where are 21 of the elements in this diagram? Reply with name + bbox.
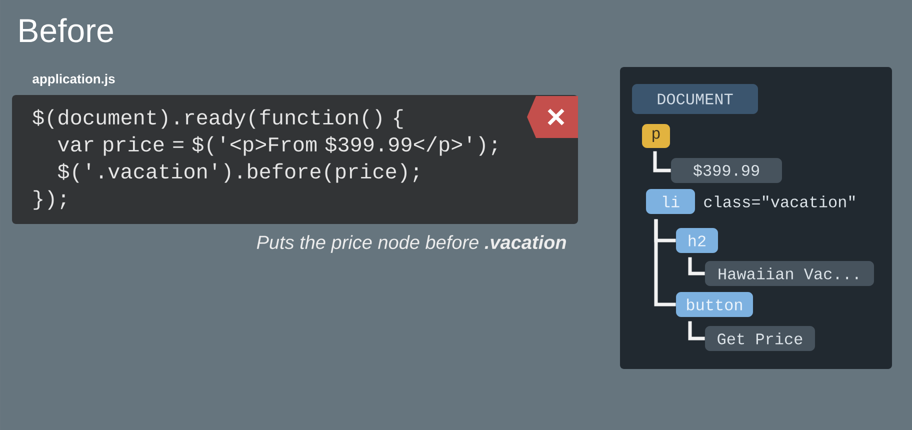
- element-tag: h2: [676, 228, 718, 253]
- node-label: var price = $('<p>From $399.99</p>');: [58, 136, 496, 156]
- document-tag: DOCUMENT: [632, 84, 758, 114]
- connector-line: [653, 151, 671, 172]
- code-block: $(document).ready(function() { var price = $('<p>From $399.99</p>'); $('.vacation').before(price); });: [12, 95, 578, 224]
- connector-line: [688, 321, 705, 340]
- text-node-box: Get Price: [705, 326, 815, 351]
- title: Before: [20, 18, 113, 42]
- element-tag: button: [676, 292, 753, 317]
- element-tag: li: [646, 189, 695, 214]
- text-node-box: Hawaiian Vac...: [705, 261, 874, 286]
- file-name: application.js: [32, 74, 115, 86]
- node-label: $(document).ready(function() {: [32, 109, 403, 129]
- element-tag: p: [642, 124, 670, 148]
- node-label: });: [34, 190, 66, 210]
- connector-line: [654, 219, 676, 306]
- caption-text: Puts the price node before .vacation: [256, 235, 566, 253]
- attribute-text: class="vacation": [704, 196, 855, 208]
- node-label: $('.vacation').before(price);: [58, 163, 418, 183]
- text-node-box: $399.99: [671, 158, 782, 183]
- connector-line: [688, 257, 705, 276]
